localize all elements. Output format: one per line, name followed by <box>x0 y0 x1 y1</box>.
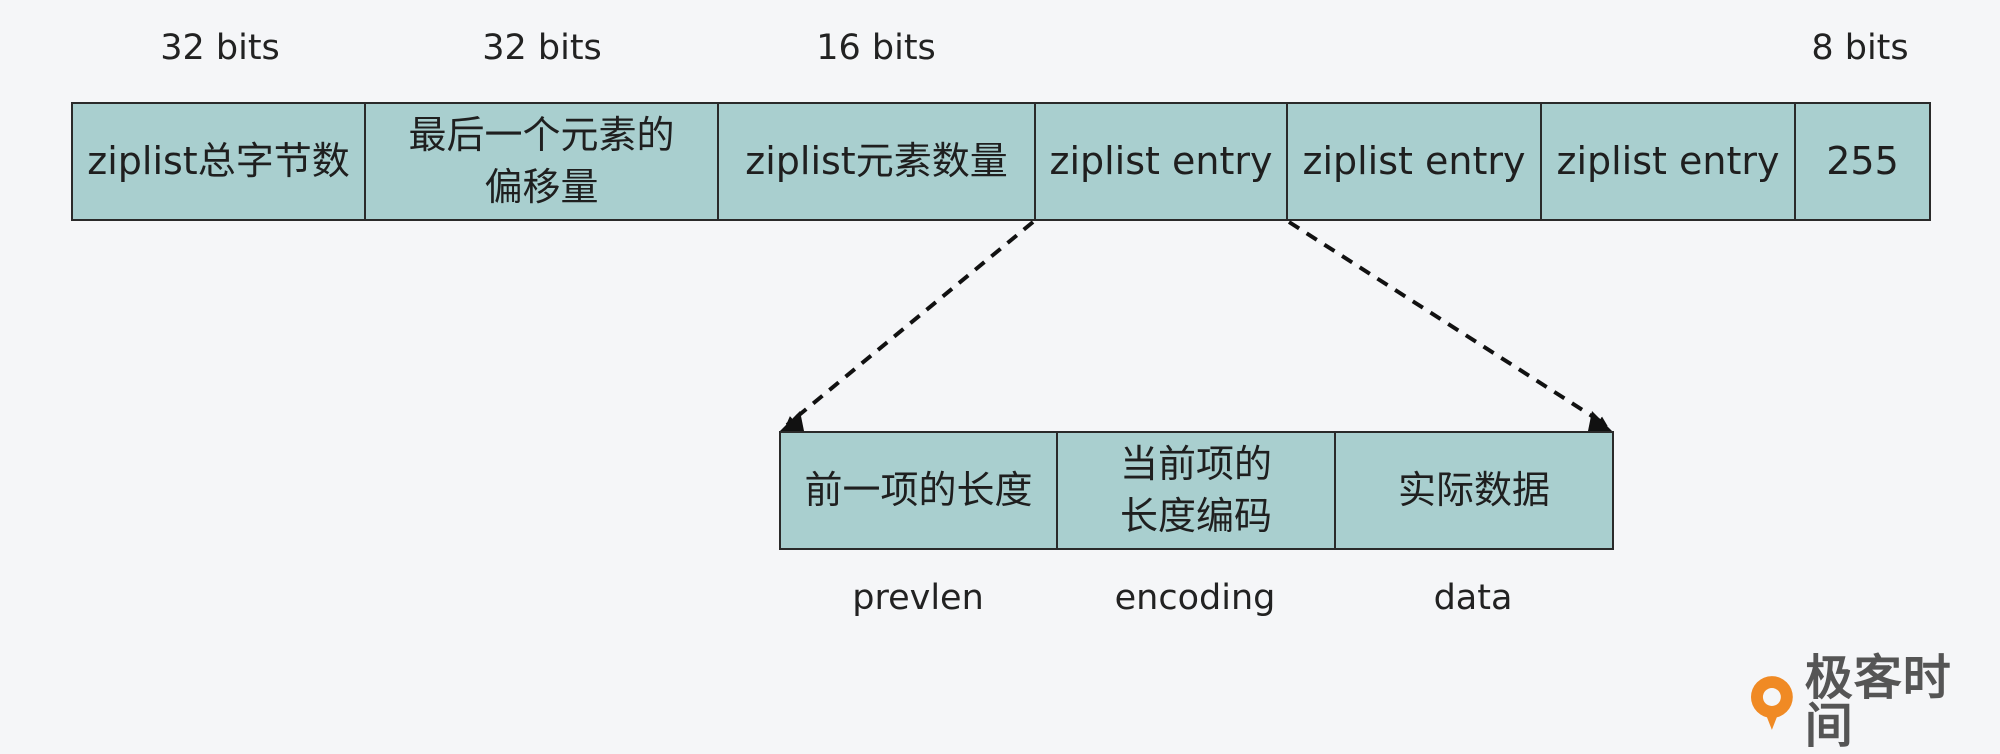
arrow-right-dashed <box>1287 220 1608 427</box>
cell-entry-3: ziplist entry <box>1540 102 1796 221</box>
cell-entry-2: ziplist entry <box>1286 102 1542 221</box>
bits-label-entry-count: 16 bits <box>816 28 936 68</box>
label-data: data <box>1433 578 1513 618</box>
bits-label-last-offset: 32 bits <box>482 28 602 68</box>
geektime-logo-icon <box>1750 676 1793 730</box>
bits-label-total-bytes: 32 bits <box>160 28 280 68</box>
geektime-logo: 极客时间 <box>1745 654 2000 750</box>
bits-label-end-marker: 8 bits <box>1811 28 1909 68</box>
cell-entry-1: ziplist entry <box>1034 102 1288 221</box>
arrowhead-right <box>1588 411 1612 431</box>
cell-zllen: ziplist元素数量 <box>717 102 1036 221</box>
arrow-left-dashed <box>785 220 1035 427</box>
label-encoding: encoding <box>1114 578 1276 618</box>
ziplist-layout: ziplist总字节数 最后一个元素的 偏移量 ziplist元素数量 zipl… <box>71 102 1931 221</box>
arrowhead-left <box>780 411 804 431</box>
cell-zlbytes: ziplist总字节数 <box>71 102 366 221</box>
cell-encoding: 当前项的 长度编码 <box>1056 431 1336 550</box>
cell-prevlen: 前一项的长度 <box>779 431 1058 550</box>
geektime-logo-text: 极客时间 <box>1804 650 1952 754</box>
cell-zlend: 255 <box>1794 102 1931 221</box>
cell-data: 实际数据 <box>1334 431 1614 550</box>
expansion-arrows <box>780 220 1612 431</box>
entry-structure: 前一项的长度 当前项的 长度编码 实际数据 <box>779 431 1614 550</box>
label-prevlen: prevlen <box>852 578 984 618</box>
